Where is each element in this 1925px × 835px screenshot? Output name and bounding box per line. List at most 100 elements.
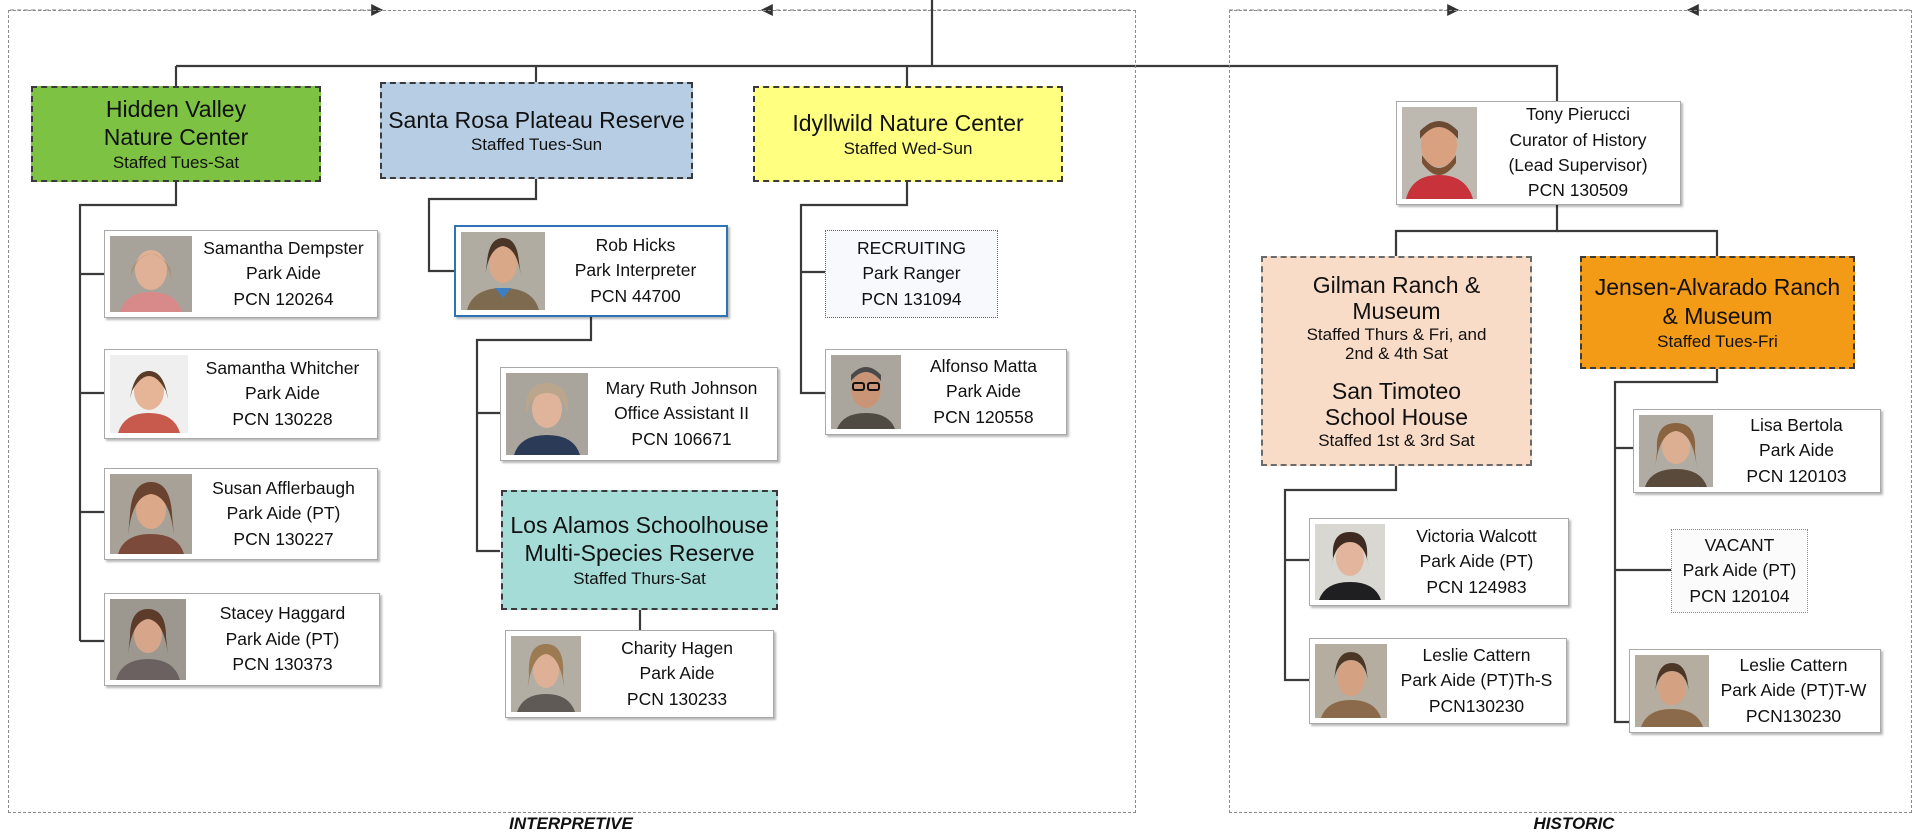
person-name: Leslie Cattern (1422, 644, 1531, 665)
person-card-walcott[interactable]: Victoria Walcott Park Aide (PT) PCN 1249… (1309, 518, 1569, 606)
site-name: Los Alamos Schoolhouse (510, 511, 769, 538)
person-pcn: PCN 120104 (1689, 585, 1790, 606)
photo-avatar (110, 236, 192, 312)
photo-avatar (1402, 107, 1477, 199)
person-name: Victoria Walcott (1416, 525, 1537, 546)
photo-avatar (1635, 655, 1709, 727)
historic-group (1229, 10, 1912, 813)
person-card-recruiting[interactable]: RECRUITING Park Ranger PCN 131094 (825, 230, 998, 318)
person-title: Park Aide (PT)T-W (1720, 680, 1867, 701)
photo-avatar (110, 474, 192, 554)
person-card-haggard[interactable]: Stacey Haggard Park Aide (PT) PCN 130373 (104, 593, 380, 686)
person-title: Park Aide (946, 381, 1021, 402)
person-card-bertola[interactable]: Lisa Bertola Park Aide PCN 120103 (1633, 409, 1881, 493)
person-title: Park Aide (PT) (1682, 560, 1797, 581)
person-name: Stacey Haggard (219, 603, 346, 624)
site-jensen[interactable]: Jensen-Alvarado Ranch & Museum Staffed T… (1580, 256, 1855, 369)
site-name: San Timoteo (1331, 377, 1462, 404)
person-card-whitcher[interactable]: Samantha Whitcher Park Aide PCN 130228 (104, 349, 378, 439)
site-name: Nature Center (103, 124, 249, 151)
person-pcn: PCN 120558 (933, 406, 1034, 427)
person-pcn: PCN 120264 (233, 288, 334, 309)
person-pcn: PCN 44700 (590, 285, 681, 306)
photo-avatar (1315, 524, 1385, 600)
site-santa-rosa[interactable]: Santa Rosa Plateau Reserve Staffed Tues-… (380, 82, 693, 179)
person-card-afflerbaugh[interactable]: Susan Afflerbaugh Park Aide (PT) PCN 130… (104, 468, 378, 560)
site-name: Multi-Species Reserve (524, 540, 755, 567)
site-hours: Staffed Thurs & Fri, and (1306, 324, 1487, 344)
person-title: Park Aide (639, 663, 715, 684)
site-name: Hidden Valley (105, 95, 247, 122)
person-title: Office Assistant II (614, 403, 749, 424)
site-name: Gilman Ranch & (1312, 271, 1481, 298)
person-title: Park Aide (246, 263, 321, 284)
photo-avatar (511, 636, 581, 712)
person-name: Samantha Whitcher (205, 357, 360, 378)
person-pcn: PCN 130373 (232, 654, 333, 675)
person-name: Charity Hagen (621, 637, 733, 658)
person-card-curator[interactable]: Tony Pierucci Curator of History (Lead S… (1396, 101, 1681, 205)
person-pcn: PCN 106671 (631, 428, 732, 449)
person-pcn: PCN 120103 (1746, 465, 1847, 486)
site-gilman[interactable]: Gilman Ranch & Museum Staffed Thurs & Fr… (1261, 256, 1532, 466)
person-title: Park Aide (PT)Th-S (1400, 670, 1553, 691)
site-hours: Staffed Wed-Sun (843, 138, 973, 158)
photo-avatar (110, 599, 186, 680)
person-pcn: PCN130230 (1428, 695, 1525, 716)
person-title: Park Aide (1759, 440, 1834, 461)
person-card-dempster[interactable]: Samantha Dempster Park Aide PCN 120264 (104, 230, 378, 318)
person-name: Samantha Dempster (203, 237, 364, 258)
site-hidden-valley[interactable]: Hidden Valley Nature Center Staffed Tues… (31, 86, 321, 182)
person-card-hagen[interactable]: Charity Hagen Park Aide PCN 130233 (505, 630, 774, 718)
site-name: School House (1324, 404, 1469, 431)
person-title: Park Ranger (862, 263, 961, 284)
photo-avatar (1315, 644, 1387, 718)
person-title: Curator of History (1509, 129, 1647, 150)
person-name: Alfonso Matta (930, 355, 1037, 376)
site-name: Museum (1352, 298, 1441, 325)
interpretive-label: INTERPRETIVE (509, 814, 633, 833)
person-title: Park Aide (PT) (226, 503, 341, 524)
person-card-vacant[interactable]: VACANT Park Aide (PT) PCN 120104 (1671, 529, 1808, 613)
person-name: VACANT (1704, 534, 1775, 555)
person-name: Lisa Bertola (1750, 414, 1843, 435)
historic-label: HISTORIC (1533, 814, 1615, 833)
person-card-johnson[interactable]: Mary Ruth Johnson Office Assistant II PC… (500, 367, 778, 461)
site-hours: Staffed 1st & 3rd Sat (1318, 430, 1475, 450)
site-hours: Staffed Tues-Sun (470, 135, 603, 155)
photo-avatar (831, 355, 901, 429)
person-name: Susan Afflerbaugh (212, 477, 355, 498)
person-pcn: PCN 131094 (861, 288, 962, 309)
site-name: Santa Rosa Plateau Reserve (388, 106, 685, 133)
interpretive-group (8, 10, 1136, 813)
person-card-hicks[interactable]: Rob Hicks Park Interpreter PCN 44700 (454, 225, 728, 317)
person-title: (Lead Supervisor) (1508, 155, 1648, 175)
person-name: Tony Pierucci (1525, 104, 1631, 125)
person-pcn: PCN 130509 (1527, 180, 1629, 201)
person-title: Park Aide (PT) (1419, 551, 1534, 572)
site-hours: 2nd & 4th Sat (1344, 344, 1449, 364)
photo-avatar (1639, 415, 1713, 487)
site-name: & Museum (1662, 302, 1773, 329)
site-hours: Staffed Tues-Sat (112, 153, 240, 173)
person-card-cattern-t-w[interactable]: Leslie Cattern Park Aide (PT)T-W PCN1302… (1629, 649, 1881, 733)
site-name: Jensen-Alvarado Ranch (1594, 274, 1841, 301)
site-idyllwild[interactable]: Idyllwild Nature Center Staffed Wed-Sun (753, 86, 1063, 182)
person-title: Park Aide (PT) (225, 628, 340, 649)
site-hours: Staffed Thurs-Sat (573, 569, 706, 589)
person-pcn: PCN 130227 (233, 528, 334, 549)
person-pcn: PCN 124983 (1426, 576, 1527, 597)
site-name: Idyllwild Nature Center (792, 110, 1024, 136)
person-pcn: PCN 130233 (626, 688, 728, 709)
person-name: Rob Hicks (595, 234, 676, 255)
person-title: Park Interpreter (574, 260, 697, 281)
photo-avatar (506, 373, 588, 455)
person-pcn: PCN130230 (1745, 705, 1842, 726)
person-pcn: PCN 130228 (232, 408, 333, 429)
person-card-cattern-th-s[interactable]: Leslie Cattern Park Aide (PT)Th-S PCN130… (1309, 638, 1567, 724)
person-card-matta[interactable]: Alfonso Matta Park Aide PCN 120558 (825, 349, 1067, 435)
site-los-alamos[interactable]: Los Alamos Schoolhouse Multi-Species Res… (501, 490, 778, 610)
person-title: Park Aide (245, 383, 320, 404)
person-name: RECRUITING (857, 237, 966, 258)
